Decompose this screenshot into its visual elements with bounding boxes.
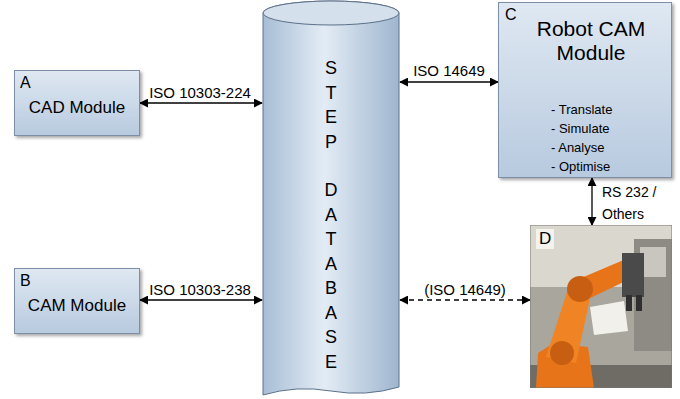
vertical-text: DATABASE [322,178,340,374]
module-box: C Robot CAM Module - Translate - Simulate - … [498,2,672,178]
interface-label: ISO 10303-238 [149,281,251,298]
function-item: - Optimise [551,160,610,175]
callout-letter: B [20,272,31,290]
module-box: A CAD Module [14,70,140,136]
module-title: Robot CAM Module [526,17,656,65]
interface-label: RS 232 / Others [602,181,664,225]
double-arrow [140,102,262,103]
vertical-text: STEP [322,56,340,154]
robot-photo [530,225,672,388]
robot-node: D [530,225,672,388]
dashed-arrow [400,299,530,300]
double-arrow [591,178,592,225]
database-cylinder: STEP DATABASE [262,0,400,399]
module-title: CAD Module [15,98,139,118]
callout-letter: C [505,6,517,24]
double-arrow [140,299,262,300]
callout-letter: D [536,229,554,249]
module-title: CAM Module [15,296,139,316]
callout-letter: A [20,74,31,92]
function-item: - Analyse [551,141,604,156]
double-arrow [400,81,498,82]
interface-label: (ISO 14649) [424,281,506,298]
function-item: - Simulate [551,122,610,137]
function-item: - Translate [551,103,612,118]
interface-label: ISO 14649 [413,62,485,79]
module-box: B CAM Module [14,268,140,334]
interface-label: ISO 10303-224 [149,84,251,101]
